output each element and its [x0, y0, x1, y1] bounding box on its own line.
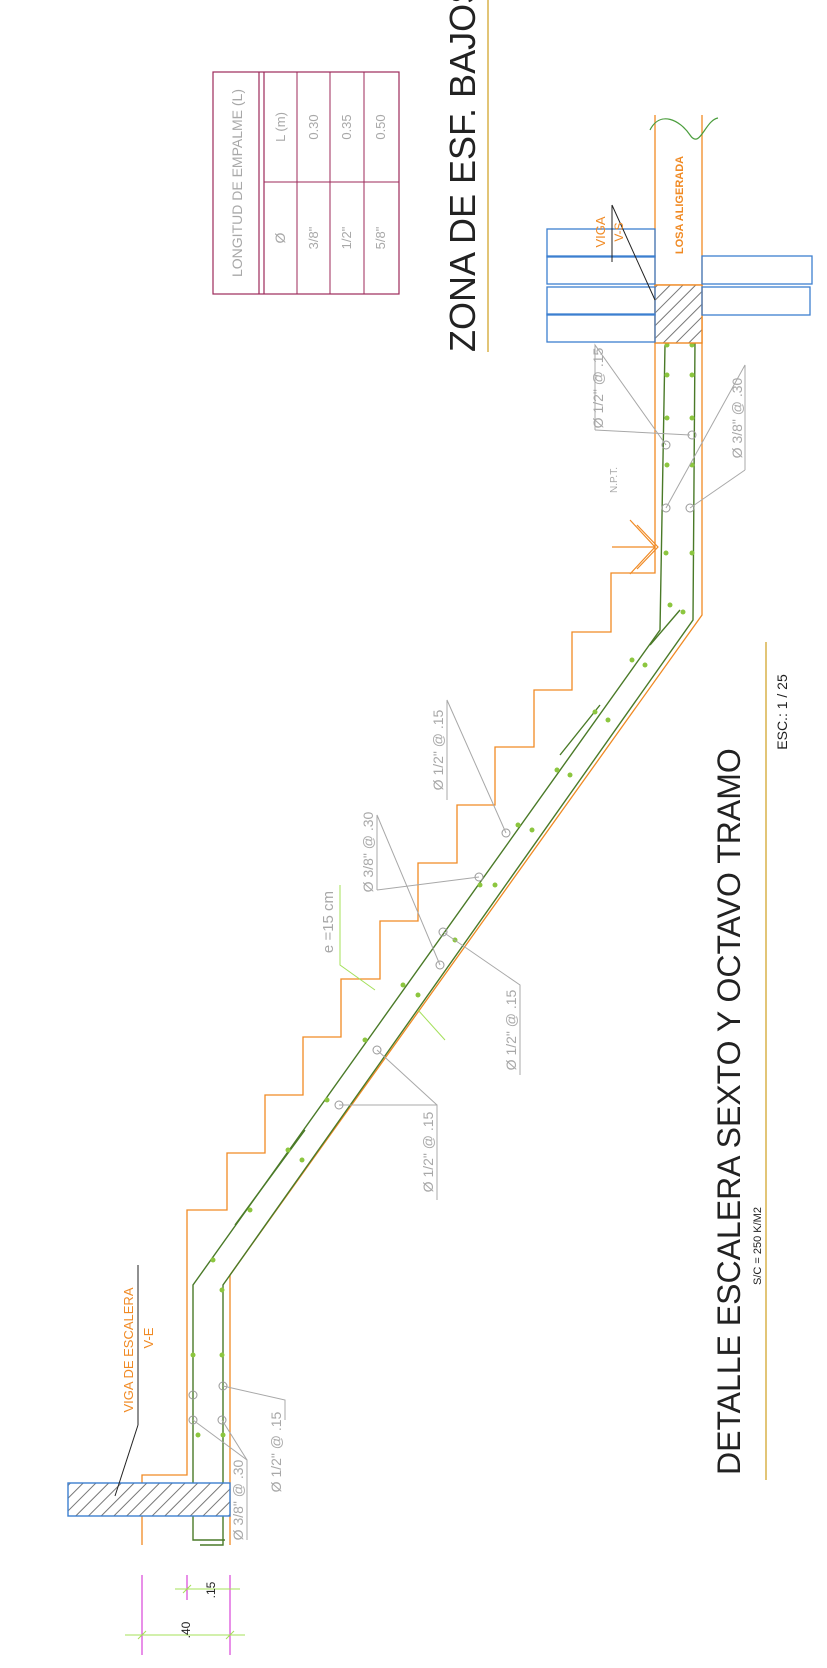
- rebar-dots: [190, 342, 695, 1438]
- stair-beam-section: [67, 1265, 231, 1517]
- detail-title: DETALLE ESCALERA SEXTO Y OCTAVO TRAMO: [711, 748, 747, 1475]
- splice-length-table: LONGITUD DE EMPALME (L) Ø L (m) 3/8" 0.3…: [212, 71, 400, 295]
- rebar-top-bar: [192, 344, 666, 1541]
- rebar-note-mid-15-lower: Ø 1/2" @ .15: [503, 989, 519, 1070]
- scale-label: ESC.: 1 / 25: [774, 674, 790, 750]
- splice-table-header-length: L (m): [273, 112, 288, 142]
- splice-table-header-dia: Ø: [272, 232, 288, 243]
- label-slab: LOSA ALIGERADA: [674, 156, 686, 254]
- label-thickness: e =15 cm: [320, 891, 337, 953]
- rebar-note-mid-15-upper: Ø 1/2" @ .15: [430, 709, 446, 790]
- rebar-note-low-15: Ø 1/2" @ .15: [420, 1111, 436, 1192]
- label-beam-stair: VIGA DE ESCALERA: [121, 1287, 136, 1412]
- stair-soffit: [229, 285, 703, 1545]
- rebar-note-mid-30: Ø 3/8" @ .30: [360, 811, 376, 892]
- splice-table-row-length: 0.30: [306, 114, 321, 139]
- stair-steps-profile: [141, 285, 656, 1545]
- rebar-splice-bar: [234, 1129, 306, 1226]
- label-beam-top: VIGA: [593, 216, 608, 247]
- zone-title: ZONA DE ESF. BAJOS: [442, 0, 483, 352]
- splice-table-row-length: 0.50: [373, 114, 388, 139]
- rebar-section-markers: [188, 430, 697, 1425]
- label-beam-stair-code: V-E: [141, 1327, 156, 1348]
- splice-table-row-length: 0.35: [339, 114, 354, 139]
- load-note: S/C = 250 K/M2: [752, 1207, 764, 1285]
- splice-table-title: LONGITUD DE EMPALME (L): [229, 89, 245, 277]
- rebar-note-top-30: Ø 3/8" @ .30: [729, 377, 745, 458]
- splice-table-row-dia: 1/2": [339, 226, 354, 249]
- stair-concrete-outline: [141, 115, 703, 1545]
- rebar-note-top-15: Ø 1/2" @ .15: [590, 347, 606, 428]
- rebar-note-bottom-30: Ø 3/8" @ .30: [230, 1459, 246, 1540]
- main-title-group: DETALLE ESCALERA SEXTO Y OCTAVO TRAMO S/…: [711, 642, 790, 1480]
- stair-rebar: [192, 339, 696, 1546]
- annotation-labels: VIGA DE ESCALERA V-E VIGA V-S LOSA ALIGE…: [121, 156, 745, 1638]
- dimension-lines: [125, 1575, 245, 1655]
- npt-level-marker: [612, 519, 659, 575]
- label-beam-top-code: V-S: [612, 222, 626, 241]
- splice-table-row-dia: 5/8": [373, 226, 388, 249]
- zone-title-group: ZONA DE ESF. BAJOS: [442, 0, 489, 352]
- annotation-leaders: [192, 343, 746, 1540]
- top-beam-section: [546, 117, 813, 344]
- splice-table-row-dia: 3/8": [306, 226, 321, 249]
- label-npt: N.P.T.: [609, 467, 620, 493]
- rebar-bottom-bar: [200, 339, 696, 1546]
- dimension-40: .40: [179, 1621, 193, 1638]
- dimension-15: .15: [204, 1581, 218, 1598]
- rebar-note-bottom-15: Ø 1/2" @ .15: [268, 1411, 284, 1492]
- thickness-marker: [339, 885, 446, 1041]
